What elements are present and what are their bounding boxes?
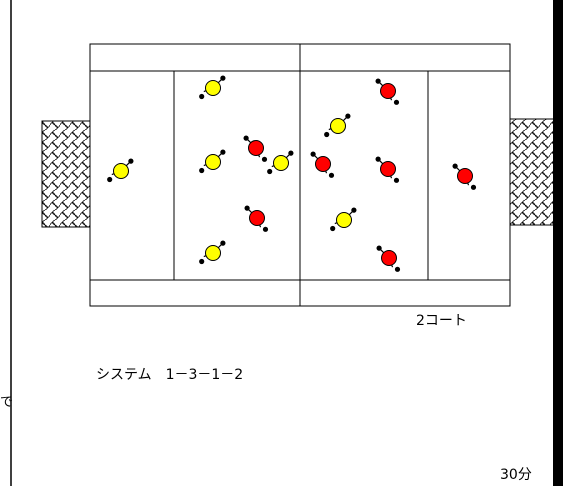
system-label: システム 1－3－1－2 [96, 367, 244, 383]
player-foot-dot [328, 172, 335, 178]
red-player [452, 163, 477, 190]
red-player [310, 151, 335, 178]
yellow-player [199, 149, 226, 174]
yellow-player-body [330, 118, 346, 134]
yellow-player-body [205, 245, 221, 261]
player-head-dot [243, 135, 249, 141]
red-player-body [381, 250, 397, 266]
yellow-player-body [336, 212, 352, 228]
red-player-body [457, 168, 473, 184]
red-player [243, 135, 268, 162]
frame-right-bar [553, 0, 563, 486]
red-player [375, 156, 400, 183]
yellow-player [199, 75, 226, 100]
player-head-dot [375, 78, 381, 84]
yellow-player [267, 150, 294, 175]
player-foot-dot [261, 156, 268, 162]
yellow-player-body [205, 80, 221, 96]
player-head-dot [288, 150, 294, 156]
yellow-player-body [273, 155, 289, 171]
player-foot-dot [324, 131, 330, 138]
yellow-player [199, 240, 226, 265]
player-foot-dot [470, 184, 477, 190]
player-foot-dot [330, 225, 336, 232]
player-foot-dot [394, 266, 401, 272]
player-foot-dot [199, 93, 205, 100]
player-head-dot [452, 163, 458, 169]
red-player-body [249, 210, 265, 226]
red-player-body [248, 140, 264, 156]
player-head-dot [375, 156, 381, 162]
yellow-player-body [113, 163, 129, 179]
player-foot-dot [267, 168, 273, 175]
player-head-dot [220, 240, 226, 246]
player-foot-dot [262, 226, 269, 232]
player-head-dot [220, 149, 226, 155]
side-cut-text: で [0, 395, 14, 410]
yellow-player [324, 113, 351, 138]
yellow-player-body [205, 154, 221, 170]
yellow-player [330, 207, 357, 232]
right-penalty-area [427, 70, 511, 281]
player-head-dot [345, 113, 351, 119]
red-player-body [380, 161, 396, 177]
player-head-dot [220, 75, 226, 81]
player-head-dot [244, 205, 250, 211]
players-layer [107, 75, 477, 272]
red-player [244, 205, 269, 232]
red-player-body [315, 156, 331, 172]
player-foot-dot [393, 177, 400, 183]
player-foot-dot [199, 167, 205, 174]
player-foot-dot [393, 99, 400, 105]
left-goal-net [41, 120, 91, 228]
player-head-dot [128, 158, 134, 164]
player-foot-dot [199, 258, 205, 265]
red-player-body [380, 83, 396, 99]
time-label: 30分 [500, 467, 532, 483]
player-head-dot [351, 207, 357, 213]
left-penalty-area [89, 70, 175, 281]
court-label: 2コート [416, 313, 467, 329]
red-player [375, 78, 400, 105]
player-head-dot [310, 151, 316, 157]
player-head-dot [376, 245, 382, 251]
player-foot-dot [107, 176, 113, 183]
red-player [376, 245, 401, 272]
yellow-player [107, 158, 134, 183]
right-goal-net [509, 118, 556, 226]
